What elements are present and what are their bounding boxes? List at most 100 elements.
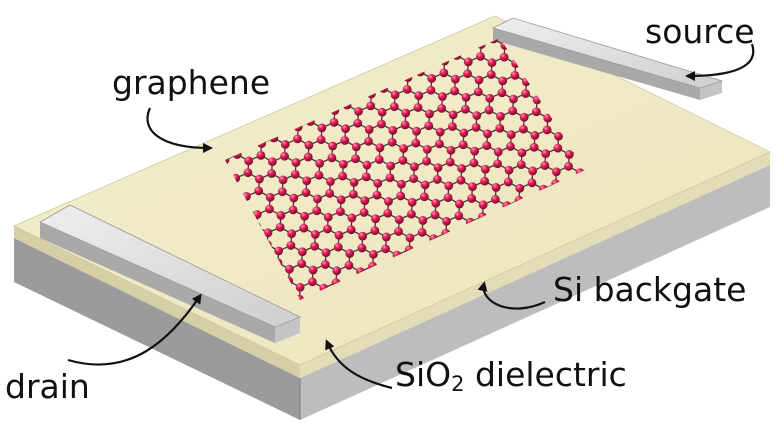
carbon-atom	[478, 200, 488, 210]
carbon-atom	[493, 147, 503, 157]
carbon-atom	[506, 130, 516, 139]
carbon-atom	[295, 282, 305, 292]
carbon-atom	[400, 120, 410, 130]
carbon-atom	[396, 191, 406, 201]
carbon-atom	[354, 106, 363, 116]
carbon-atom	[445, 157, 455, 167]
dielectric-label-subscript: 2	[451, 372, 465, 396]
carbon-atom	[496, 112, 505, 121]
carbon-atom	[288, 205, 298, 215]
carbon-atom	[310, 241, 319, 251]
carbon-atom	[287, 229, 297, 238]
carbon-atom	[435, 127, 445, 137]
carbon-atom	[293, 134, 302, 144]
carbon-atom	[362, 160, 372, 170]
carbon-atom	[409, 162, 419, 172]
carbon-atom	[371, 214, 380, 224]
carbon-atom	[300, 211, 309, 221]
carbon-atom	[491, 183, 501, 192]
carbon-atom	[490, 194, 500, 204]
carbon-atom	[474, 75, 484, 85]
carbon-atom	[344, 260, 354, 270]
carbon-atom	[418, 216, 428, 225]
carbon-atom	[375, 143, 385, 153]
carbon-atom	[541, 149, 551, 159]
carbon-atom	[427, 73, 437, 83]
carbon-atom	[338, 159, 348, 169]
carbon-atom	[460, 104, 470, 114]
source-arrow	[685, 43, 755, 81]
carbon-atom	[373, 178, 383, 188]
carbon-atom	[482, 141, 492, 150]
carbon-atom	[317, 123, 327, 133]
carbon-atom	[405, 233, 415, 243]
carbon-atom	[313, 194, 322, 204]
substrate-front-face	[14, 238, 300, 420]
carbon-atom	[437, 103, 447, 113]
carbon-atom	[328, 141, 338, 151]
carbon-atom	[456, 175, 466, 185]
source-electrode-front	[493, 28, 700, 100]
carbon-atom	[468, 182, 477, 192]
carbon-atom	[332, 266, 342, 276]
carbon-atom	[372, 190, 382, 200]
carbon-atom	[515, 183, 525, 193]
source-label: source	[645, 12, 755, 51]
carbon-atom	[553, 143, 563, 153]
carbon-atom	[542, 125, 552, 135]
carbon-atom	[346, 225, 356, 235]
carbon-atom	[450, 86, 460, 96]
carbon-atom	[417, 227, 427, 237]
carbon-atom	[384, 197, 393, 206]
carbon-atom	[399, 144, 409, 153]
carbon-atom	[529, 142, 539, 152]
carbon-atom	[255, 174, 264, 184]
carbon-atom	[385, 173, 395, 183]
carbon-atom	[424, 121, 434, 131]
carbon-atom	[275, 222, 285, 232]
carbon-atom	[370, 226, 380, 236]
carbon-atom	[503, 177, 513, 187]
carbon-atom	[323, 224, 332, 234]
carbon-atom	[280, 151, 289, 161]
carbon-atom	[267, 157, 277, 167]
carbon-atom	[422, 145, 432, 154]
carbon-atom	[484, 105, 494, 115]
carbon-atom	[336, 207, 345, 216]
carbon-atom	[430, 210, 440, 220]
source-electrode-top	[491, 17, 724, 89]
carbon-atom	[420, 180, 430, 190]
carbon-atom	[459, 128, 469, 138]
carbon-atom	[551, 167, 561, 177]
carbon-atom	[256, 150, 266, 160]
carbon-atom	[254, 186, 264, 196]
sio2-dielectric-label: SiO2 dielectric	[395, 358, 627, 395]
carbon-atom	[473, 87, 483, 97]
drain-electrode-top	[39, 204, 301, 328]
carbon-atom	[243, 168, 253, 178]
carbon-atom	[286, 241, 296, 250]
carbon-atom	[439, 68, 449, 78]
carbon-atom	[509, 94, 518, 104]
carbon-atom	[368, 249, 378, 259]
carbon-atom	[480, 176, 490, 186]
carbon-atom	[467, 194, 477, 203]
carbon-atom	[506, 142, 515, 151]
si-backgate-substrate	[14, 165, 770, 420]
carbon-atom	[446, 145, 456, 155]
carbon-atom	[336, 195, 346, 205]
drain-electrode-front	[40, 222, 275, 343]
carbon-atom	[348, 189, 358, 199]
carbon-atom	[299, 223, 309, 233]
carbon-atom	[411, 138, 421, 148]
carbon-atom	[359, 208, 369, 217]
carbon-atom	[413, 103, 423, 112]
dielectric-arrow	[325, 339, 393, 390]
source-electrode-right	[700, 81, 722, 100]
carbon-atom	[480, 164, 490, 174]
carbon-atom	[483, 129, 492, 139]
carbon-atom	[461, 92, 471, 102]
carbon-atom	[290, 169, 300, 179]
carbon-atom	[280, 139, 290, 149]
carbon-atom	[412, 126, 421, 136]
